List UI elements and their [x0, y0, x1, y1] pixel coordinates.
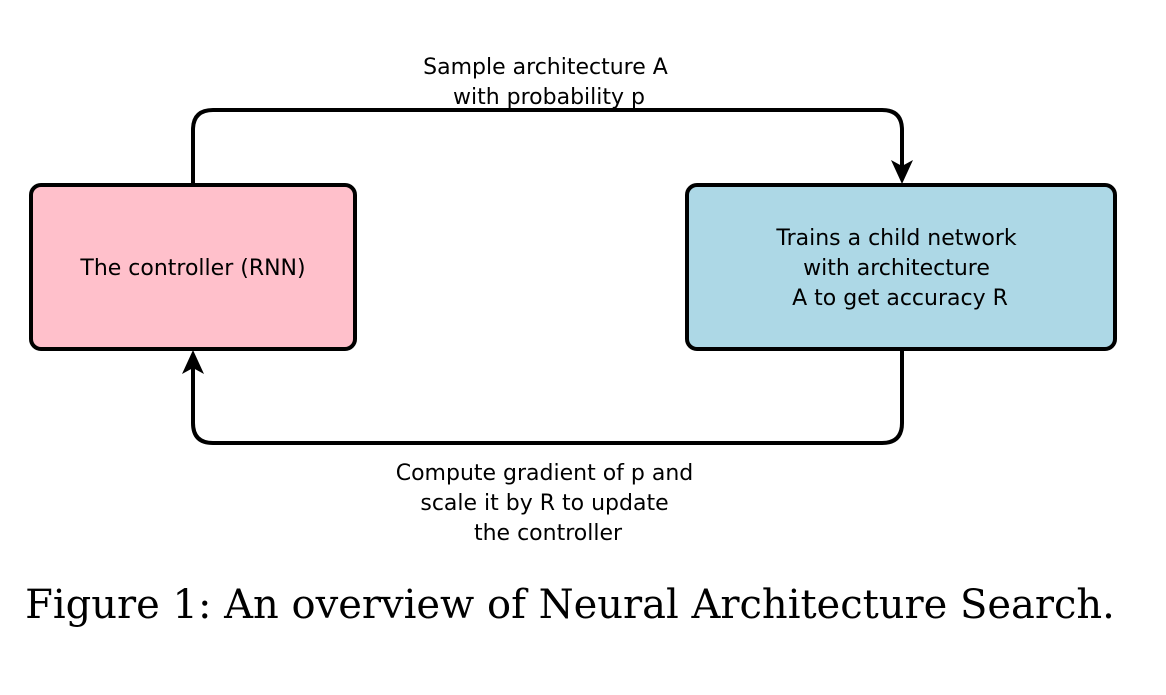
update-edge-label: Compute gradient of p and scale it by R …: [396, 461, 701, 546]
sample-arrow: [191, 108, 904, 184]
child-network-box: [685, 183, 1117, 351]
controller-label: The controller (RNN): [79, 256, 305, 281]
child-network-label: Trains a child network with architecture…: [775, 226, 1023, 311]
sample-edge-line-1: Sample architecture A: [423, 55, 668, 80]
update-arrow-head: [182, 350, 204, 374]
update-edge-line-3: the controller: [474, 521, 623, 546]
sample-arrow-head: [891, 160, 913, 184]
child-network-line-1: Trains a child network: [775, 226, 1017, 251]
sample-edge-label: Sample architecture A with probability p: [423, 55, 675, 110]
child-network-line-2: with architecture: [803, 256, 990, 281]
child-network-line-3: A to get accuracy R: [792, 286, 1008, 311]
update-edge-line-1: Compute gradient of p and: [396, 461, 694, 486]
update-edge-line-2: scale it by R to update: [420, 491, 668, 516]
sample-edge-line-2: with probability p: [453, 85, 645, 110]
figure-caption: Figure 1: An overview of Neural Architec…: [25, 582, 1115, 628]
update-arrow: [191, 350, 904, 445]
controller-box: [29, 183, 357, 351]
